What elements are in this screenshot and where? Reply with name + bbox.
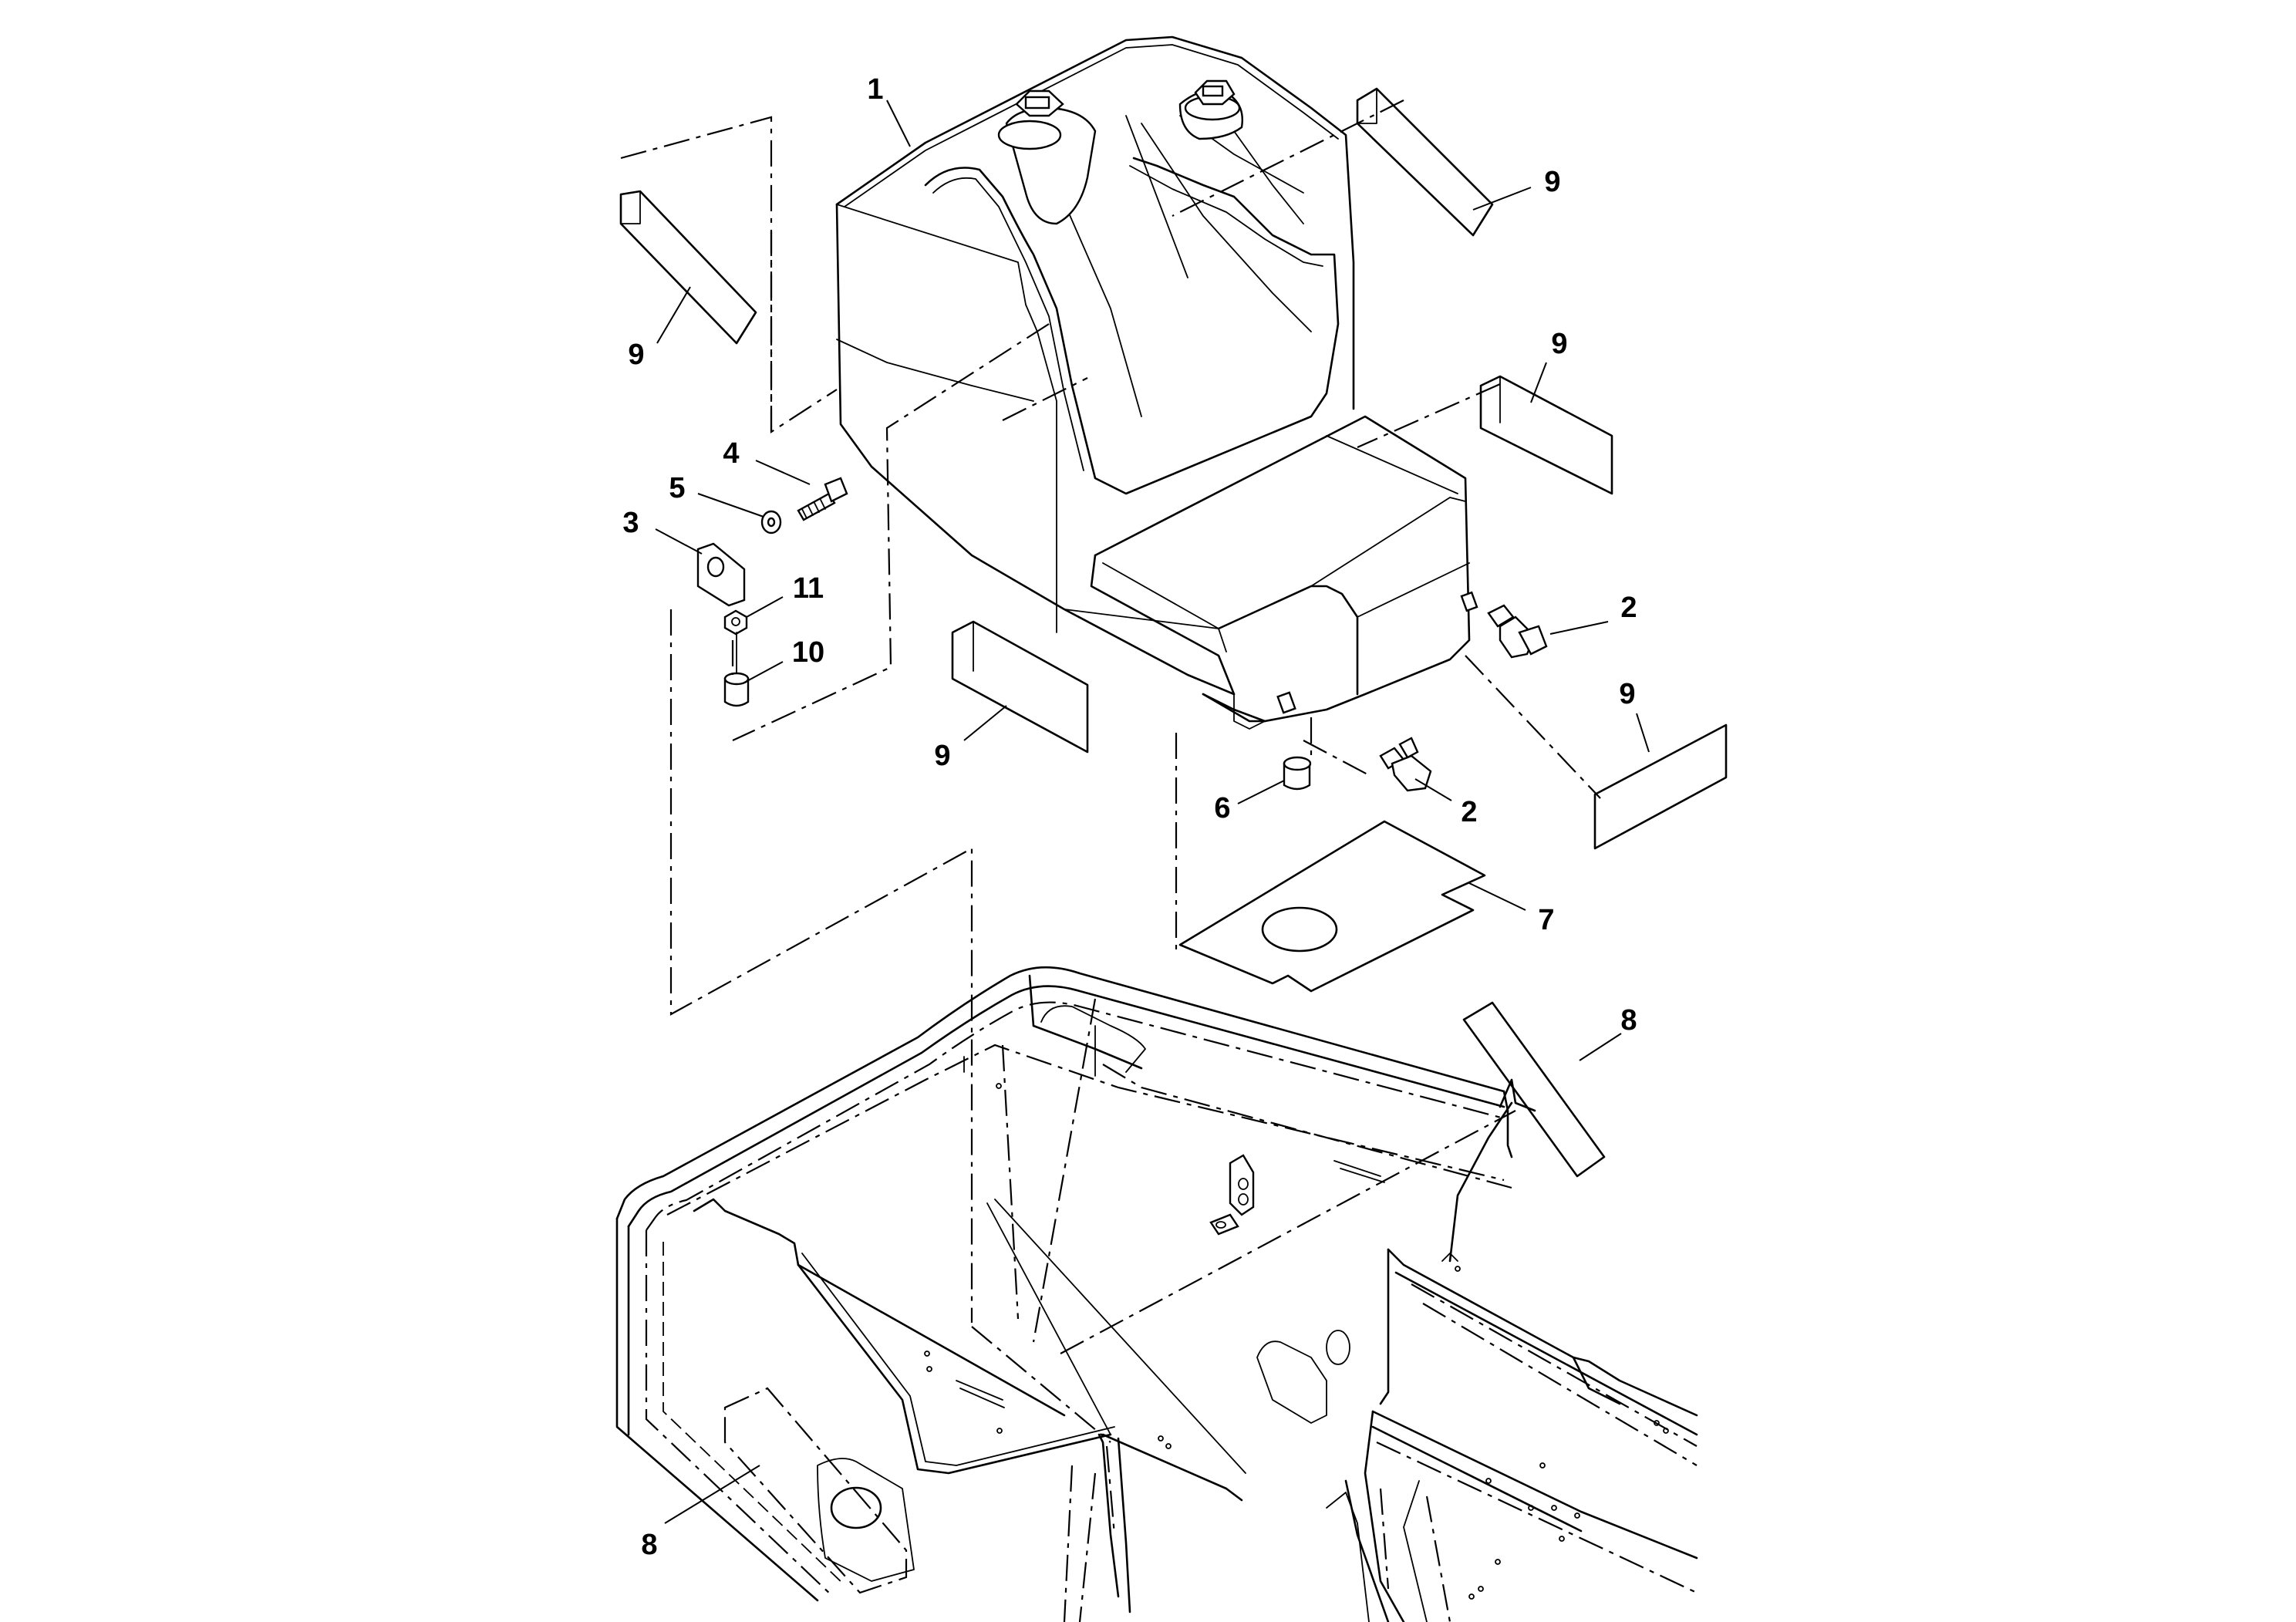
callout-2-upper: 2 [1620,592,1637,624]
bracket-part [696,542,746,607]
tank-assembly [835,35,1478,730]
pad-left-lower [951,620,1089,754]
rubber-mount-part-6 [1283,756,1312,791]
pad-right-lower [1593,723,1728,850]
washer-part [760,510,782,534]
callout-9-right-middle: 9 [1551,328,1567,360]
elbow-fitting-part-lower [1379,737,1432,792]
plate-part-7 [1178,820,1486,993]
frame-holes [924,1083,1669,1600]
callout-5: 5 [669,472,685,504]
hardware-parts [696,477,1548,792]
callout-9-right-upper: 9 [1544,166,1560,198]
callout-8-right: 8 [1620,1004,1637,1037]
callout-2-lower: 2 [1461,796,1477,828]
callout-9-left-upper: 9 [628,339,644,371]
pad-right-middle [1479,375,1613,495]
bolt-part [797,477,848,521]
callout-3: 3 [622,507,639,539]
pad-right-upper [1356,87,1494,237]
callout-7: 7 [1538,904,1554,936]
callout-4: 4 [723,437,739,470]
rubber-mount-part [723,632,750,707]
callout-1: 1 [867,73,883,106]
pads-part-9 [619,87,1728,850]
callout-8-left: 8 [641,1529,657,1561]
callout-10: 10 [792,636,824,669]
callout-9-left-lower: 9 [934,740,950,772]
chassis-frame [615,966,1698,1622]
nut-part [723,609,748,636]
pad-left-upper [619,190,757,345]
strip-part-8 [1462,1001,1606,1178]
callout-11: 11 [793,572,824,605]
callouts: 1 2 2 3 4 5 6 7 8 8 9 9 9 9 9 10 11 [622,73,1650,1561]
callout-6: 6 [1214,792,1230,824]
elbow-fitting-part [1487,604,1548,659]
alignment-lines [620,99,1601,1622]
callout-9-right-lower: 9 [1619,678,1635,710]
